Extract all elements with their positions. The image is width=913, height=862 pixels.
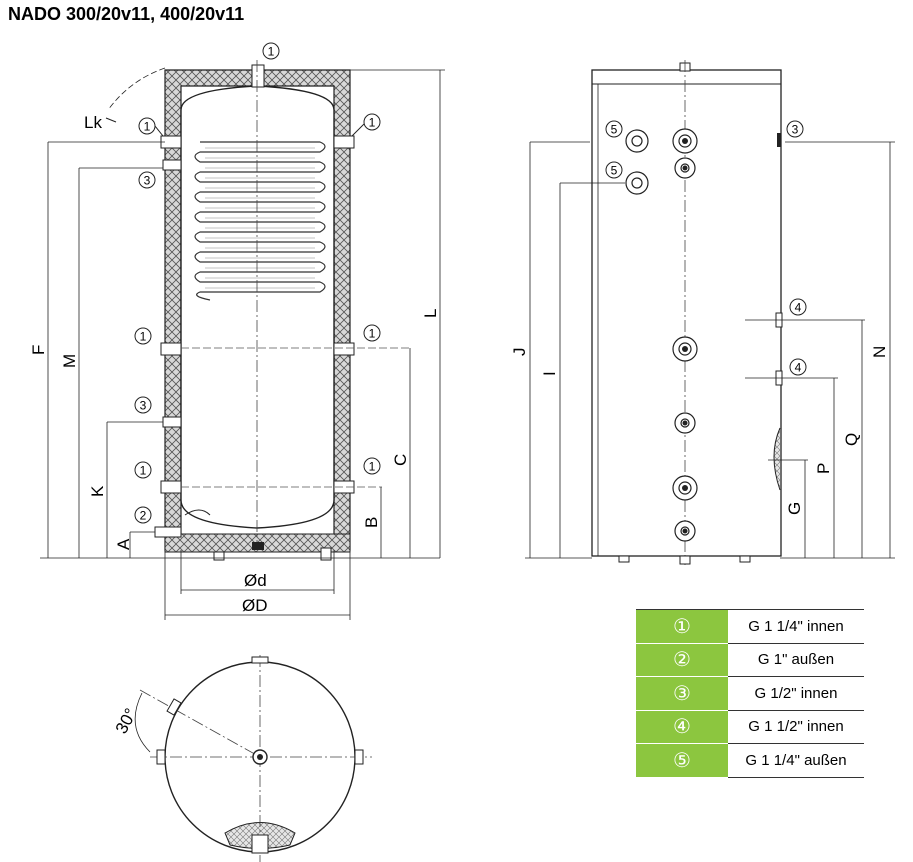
legend-num: ④ xyxy=(636,710,728,744)
svg-text:5: 5 xyxy=(611,123,618,137)
marker-left-1c: 1 xyxy=(134,461,152,479)
dim-g: G xyxy=(785,502,804,515)
marker-left-1b: 1 xyxy=(134,327,152,345)
marker-top-1: 1 xyxy=(262,42,280,60)
legend-row: ② G 1" außen xyxy=(636,643,864,677)
marker-left-1a: 1 xyxy=(138,117,164,137)
svg-text:1: 1 xyxy=(369,460,376,474)
svg-text:2: 2 xyxy=(140,509,147,523)
dim-i: I xyxy=(540,371,559,376)
section-view: Lk F M K A B xyxy=(29,42,445,620)
marker-right-1a: 1 xyxy=(351,113,381,137)
dim-k: K xyxy=(88,485,107,497)
dim-d-outer: ØD xyxy=(242,596,268,615)
svg-text:3: 3 xyxy=(144,174,151,188)
dim-a: A xyxy=(114,538,133,550)
connections-legend: ① G 1 1/4" innen ② G 1" außen ③ G 1/2" i… xyxy=(636,609,864,778)
marker-side-3: 3 xyxy=(786,120,804,138)
svg-text:1: 1 xyxy=(140,464,147,478)
legend-desc: G 1 1/2" innen xyxy=(728,710,864,744)
legend-num: ③ xyxy=(636,676,728,711)
side-view: J I N Q P G 5 5 3 4 4 xyxy=(510,60,895,565)
svg-text:4: 4 xyxy=(795,301,802,315)
top-view: 30° xyxy=(112,655,372,862)
svg-text:1: 1 xyxy=(144,120,151,134)
legend-num: ⑤ xyxy=(636,743,728,778)
legend-desc: G 1 1/4" innen xyxy=(728,609,864,644)
marker-right-1b: 1 xyxy=(363,324,381,342)
legend-row: ⑤ G 1 1/4" außen xyxy=(636,743,864,778)
legend-desc: G 1 1/4" außen xyxy=(728,743,864,778)
dim-b: B xyxy=(362,517,381,528)
dim-l: L xyxy=(421,309,440,318)
svg-text:1: 1 xyxy=(268,45,275,59)
dim-d-inner: Ød xyxy=(244,571,267,590)
dim-lk: Lk xyxy=(84,113,102,132)
svg-text:1: 1 xyxy=(369,116,376,130)
marker-side-5b: 5 xyxy=(605,161,623,179)
svg-text:4: 4 xyxy=(795,361,802,375)
legend-desc: G 1/2" innen xyxy=(728,676,864,711)
svg-text:3: 3 xyxy=(792,123,799,137)
dim-p: P xyxy=(814,463,833,474)
svg-text:3: 3 xyxy=(140,399,147,413)
marker-side-4a: 4 xyxy=(789,298,807,316)
marker-left-3b: 3 xyxy=(134,396,152,414)
legend-row: ① G 1 1/4" innen xyxy=(636,609,864,644)
marker-left-3a: 3 xyxy=(138,171,156,189)
svg-text:1: 1 xyxy=(369,327,376,341)
legend-num: ① xyxy=(636,609,728,644)
marker-right-1c: 1 xyxy=(363,457,381,475)
page-title: NADO 300/20v11, 400/20v11 xyxy=(8,4,245,24)
dim-f: F xyxy=(29,345,48,355)
dim-c: C xyxy=(391,454,410,466)
dim-m: M xyxy=(60,354,79,368)
dim-j: J xyxy=(510,348,529,357)
svg-text:5: 5 xyxy=(611,164,618,178)
legend-row: ④ G 1 1/2" innen xyxy=(636,710,864,744)
svg-text:1: 1 xyxy=(140,330,147,344)
dim-q: Q xyxy=(842,433,861,446)
marker-side-4b: 4 xyxy=(789,358,807,376)
dim-n: N xyxy=(870,346,889,358)
marker-side-5a: 5 xyxy=(605,120,623,138)
heat-exchanger-coil xyxy=(194,141,326,301)
legend-row: ③ G 1/2" innen xyxy=(636,676,864,711)
marker-left-2: 2 xyxy=(134,506,152,524)
legend-desc: G 1" außen xyxy=(728,643,864,677)
legend-num: ② xyxy=(636,643,728,677)
